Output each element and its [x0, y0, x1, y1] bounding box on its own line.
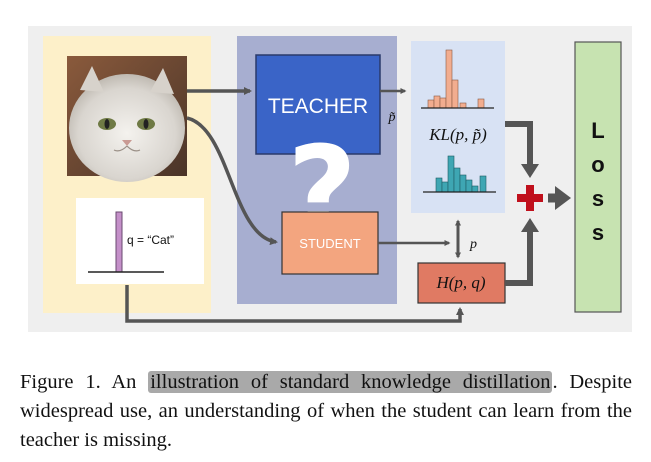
q-label: q = “Cat” [127, 233, 174, 247]
teacher-dist-bar [433, 95, 441, 109]
arrow-h-to-plus-head [521, 218, 539, 232]
teacher-dist-bar [477, 98, 485, 109]
teacher-dist-bar [451, 79, 459, 109]
teacher-distribution [427, 49, 485, 109]
student-dist-bar [435, 177, 443, 193]
student-dist-bar [453, 167, 461, 193]
teacher-dist-bar [439, 97, 447, 109]
arrow-image-to-student [186, 116, 278, 246]
student-dist-bar [479, 175, 487, 193]
loss-letter: s [592, 186, 604, 211]
label-box [76, 198, 204, 284]
p-label: p [469, 237, 477, 252]
label-bar [115, 211, 123, 273]
h-label: H(p, q) [435, 273, 485, 292]
caption-suffix: . Despite widespread use, an understandi… [20, 371, 633, 451]
plus-icon [517, 185, 543, 211]
teacher-dist-bar [459, 102, 467, 109]
teacher-dist-bar [445, 49, 453, 109]
student-dist-bar [459, 174, 467, 193]
student-dist-bar [447, 155, 455, 193]
arrow-plus-to-loss-head [555, 186, 571, 210]
student-box [281, 211, 379, 275]
student-dist-bar [471, 185, 479, 193]
loss-letter: s [592, 220, 604, 245]
arrow-label-to-h [125, 285, 464, 323]
figure-caption: Figure 1. An illustration of standard kn… [20, 368, 632, 455]
teacher-box [255, 54, 381, 155]
kl-label: KL(p, p̃) [428, 125, 487, 144]
loss-letter: L [591, 118, 604, 143]
student-label: STUDENT [299, 236, 360, 251]
arrow-kl-to-plus-head [521, 164, 539, 178]
cat-image [67, 56, 187, 182]
caption-highlight: illustration of standard knowledge disti… [148, 371, 553, 393]
teacher-dist-bar [427, 99, 435, 109]
caption-prefix: Figure 1. An [20, 371, 149, 393]
arrow-h-to-plus [505, 230, 533, 286]
loss-box [574, 41, 622, 313]
teacher-label: TEACHER [268, 95, 368, 118]
student-distribution [435, 155, 487, 193]
student-dist-bar [465, 179, 473, 193]
h-box [417, 262, 506, 304]
loss-letter: o [591, 152, 604, 177]
ptilde-label: p̃ [388, 110, 396, 125]
arrow-kl-to-plus [505, 121, 533, 166]
student-dist-bar [441, 181, 449, 193]
